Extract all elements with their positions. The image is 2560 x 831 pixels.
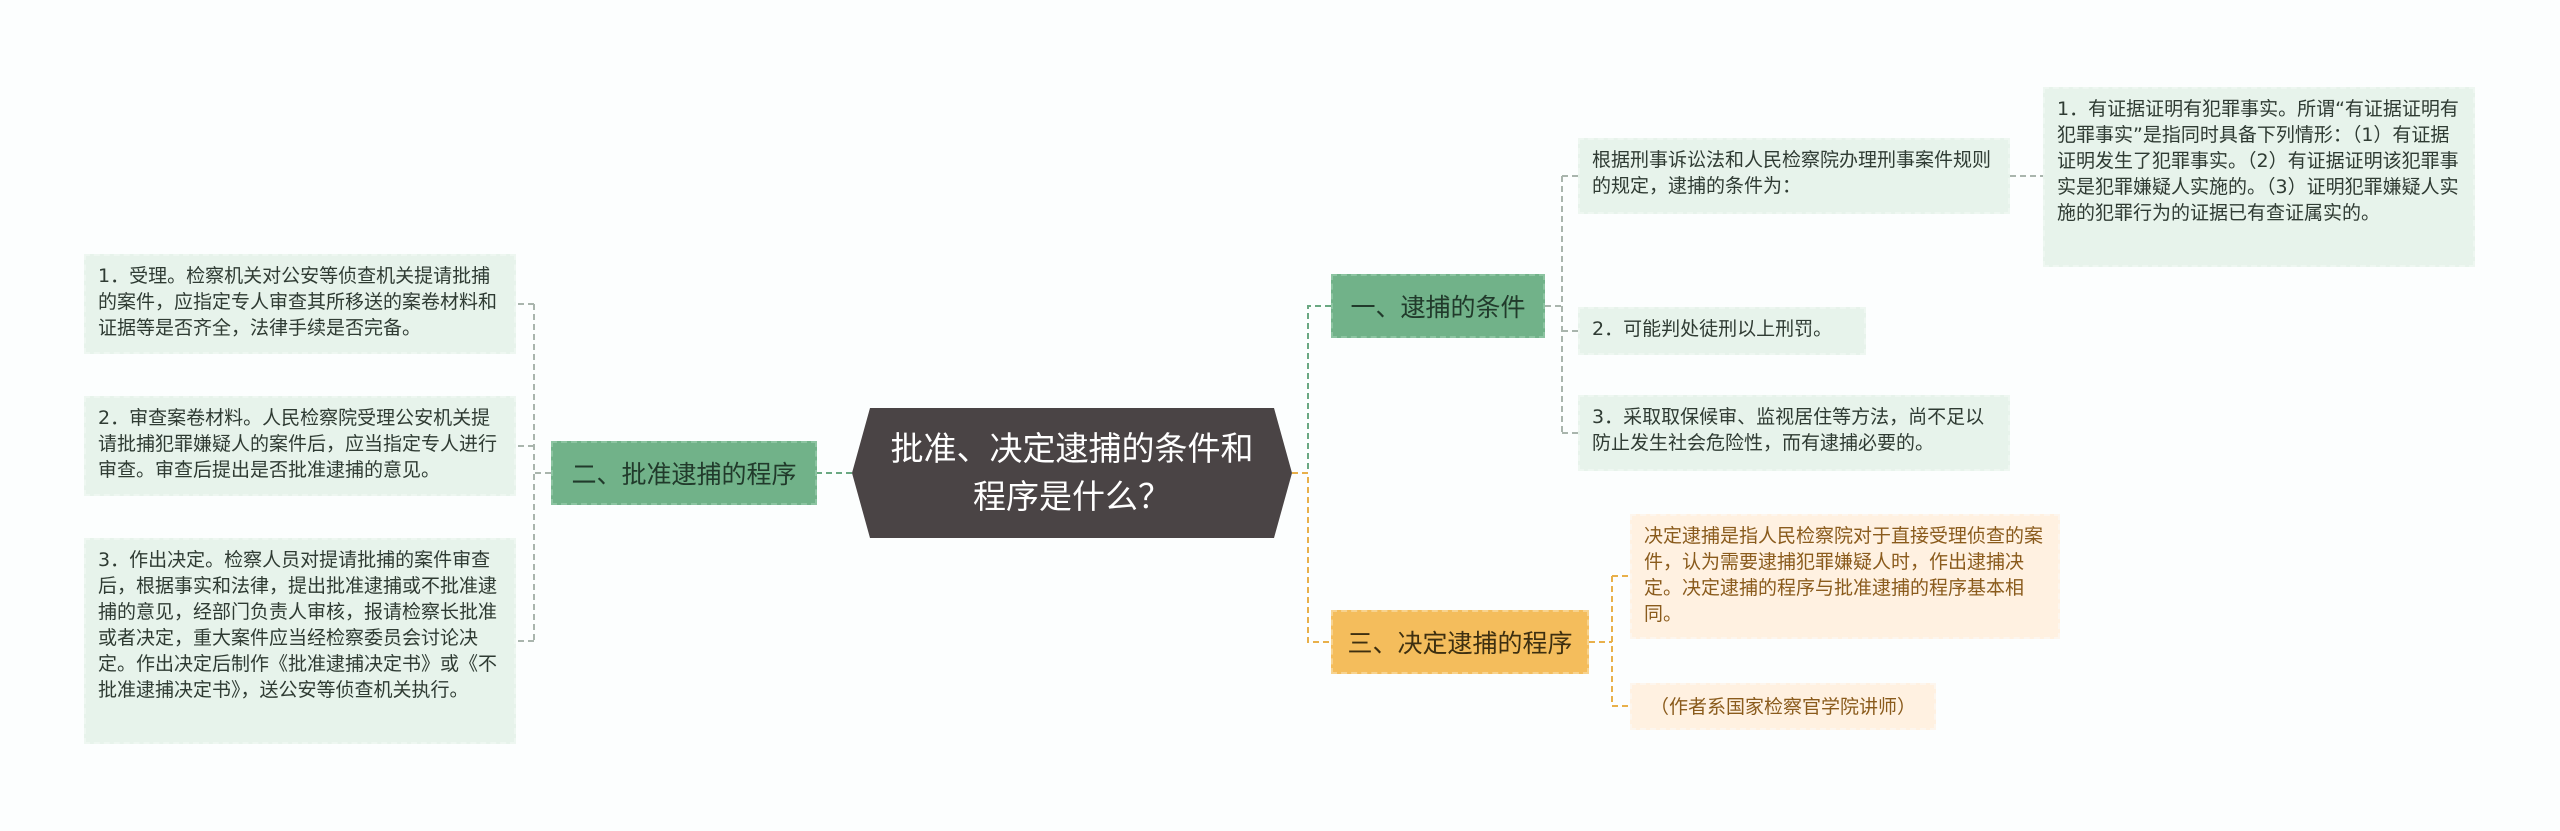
approval-item-2[interactable]: 2．审查案卷材料。人民检察院受理公安机关提请批捕犯罪嫌疑人的案件后，应当指定专人… (84, 396, 516, 496)
conditions-item-2-text: 2．可能判处徒刑以上刑罚。 (1592, 318, 1833, 340)
approval-item-2-text: 2．审查案卷材料。人民检察院受理公安机关提请批捕犯罪嫌疑人的案件后，应当指定专人… (98, 407, 498, 481)
link-approval-items (516, 303, 551, 642)
decision-item-1[interactable]: 决定逮捕是指人民检察院对于直接受理侦查的案件，认为需要逮捕犯罪嫌疑人时，作出逮捕… (1630, 514, 2060, 639)
conditions-intro-detail[interactable]: 1．有证据证明有犯罪事实。所谓“有证据证明有犯罪事实”是指同时具备下列情形：（1… (2043, 87, 2475, 267)
conditions-item-2[interactable]: 2．可能判处徒刑以上刑罚。 (1578, 307, 1866, 355)
branch-decision[interactable]: 三、决定逮捕的程序 (1331, 610, 1589, 674)
branch-approval-label: 二、批准逮捕的程序 (571, 460, 797, 489)
branch-conditions[interactable]: 一、逮捕的条件 (1331, 274, 1545, 338)
branch-decision-label: 三、决定逮捕的程序 (1347, 629, 1573, 658)
conditions-item-3-text: 3．采取取保候审、监视居住等方法，尚不足以防止发生社会危险性，而有逮捕必要的。 (1592, 406, 1985, 454)
root-title: 批准、决定逮捕的条件和程序是什么？ (890, 429, 1254, 516)
link-conditions-items (1545, 175, 1578, 434)
decision-item-2[interactable]: （作者系国家检察官学院讲师） (1630, 683, 1936, 730)
conditions-intro[interactable]: 根据刑事诉讼法和人民检察院办理刑事案件规则的规定，逮捕的条件为： (1578, 138, 2010, 214)
link-root-decision (1292, 472, 1331, 643)
decision-item-1-text: 决定逮捕是指人民检察院对于直接受理侦查的案件，认为需要逮捕犯罪嫌疑人时，作出逮捕… (1644, 525, 2044, 625)
link-decision-items (1589, 575, 1630, 707)
link-root-conditions (1292, 305, 1331, 474)
conditions-intro-detail-text: 1．有证据证明有犯罪事实。所谓“有证据证明有犯罪事实”是指同时具备下列情形：（1… (2057, 98, 2459, 224)
branch-approval[interactable]: 二、批准逮捕的程序 (551, 441, 817, 505)
conditions-intro-text: 根据刑事诉讼法和人民检察院办理刑事案件规则的规定，逮捕的条件为： (1592, 149, 1992, 197)
approval-item-1[interactable]: 1．受理。检察机关对公安等侦查机关提请批捕的案件，应指定专人审查其所移送的案卷材… (84, 254, 516, 354)
approval-item-3[interactable]: 3．作出决定。检察人员对提请批捕的案件审查后，根据事实和法律，提出批准逮捕或不批… (84, 538, 516, 744)
branch-conditions-label: 一、逮捕的条件 (1350, 293, 1526, 322)
decision-item-2-text: （作者系国家检察官学院讲师） (1650, 695, 1917, 718)
conditions-item-3[interactable]: 3．采取取保候审、监视居住等方法，尚不足以防止发生社会危险性，而有逮捕必要的。 (1578, 395, 2010, 471)
approval-item-3-text: 3．作出决定。检察人员对提请批捕的案件审查后，根据事实和法律，提出批准逮捕或不批… (98, 549, 498, 701)
approval-item-1-text: 1．受理。检察机关对公安等侦查机关提请批捕的案件，应指定专人审查其所移送的案卷材… (98, 265, 498, 339)
root-topic[interactable]: 批准、决定逮捕的条件和程序是什么？ (852, 408, 1292, 538)
